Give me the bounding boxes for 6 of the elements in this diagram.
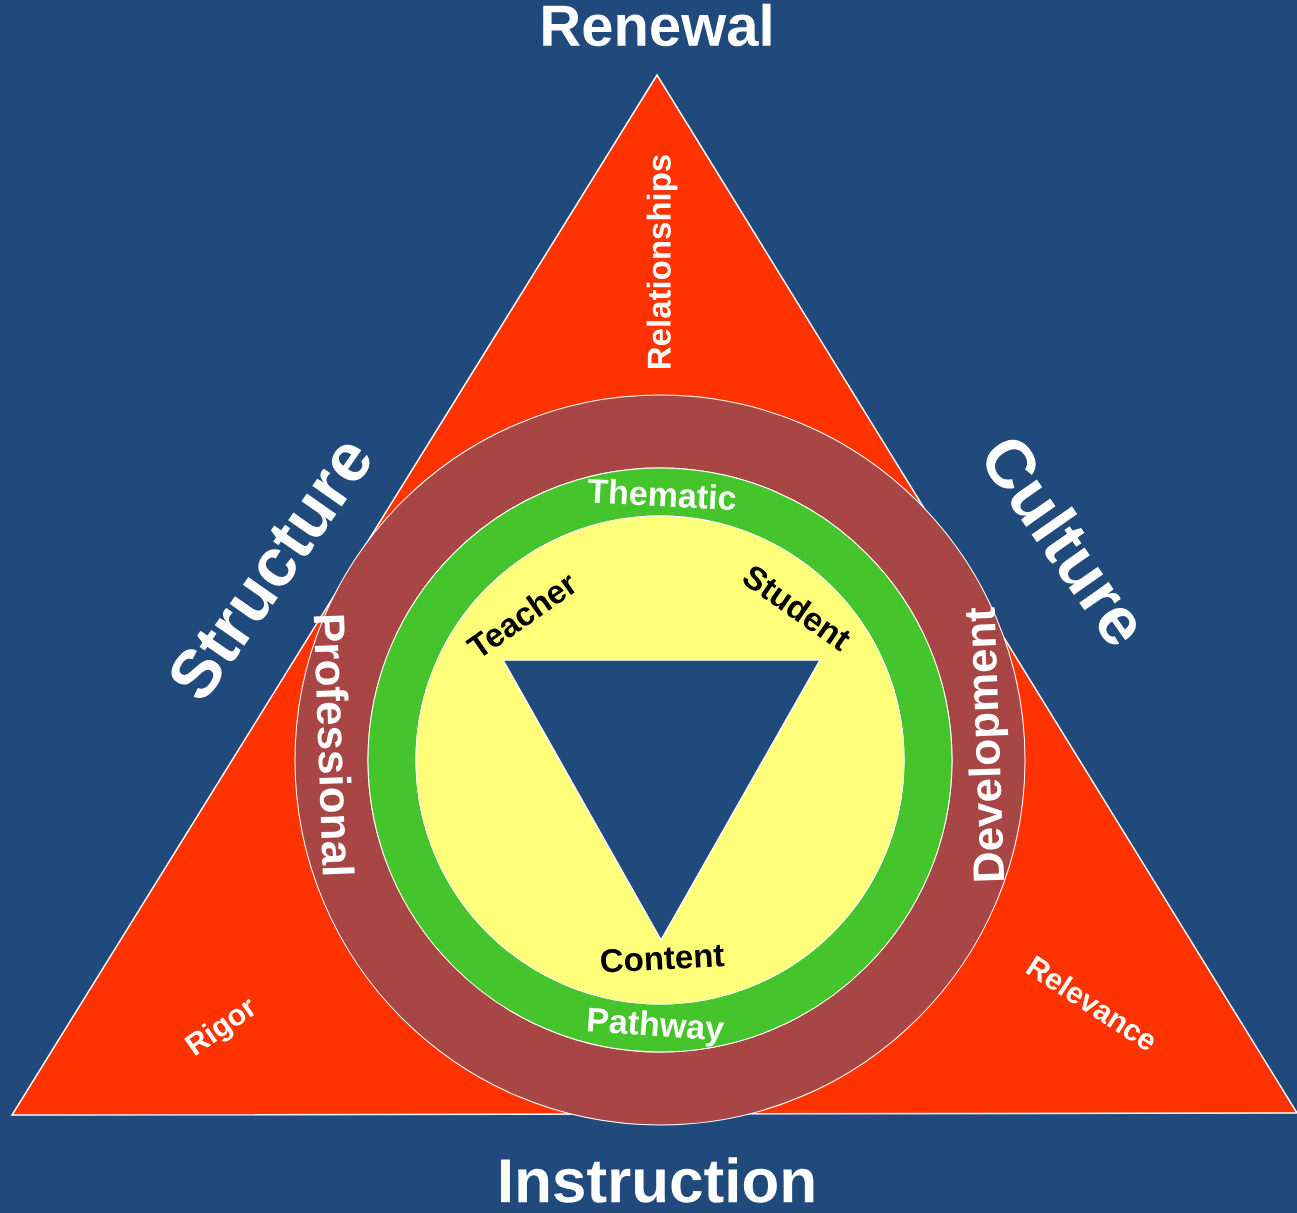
corner-label: Content [601, 944, 725, 973]
ring-label: Thematic [588, 478, 736, 510]
heading: Renewal [543, 3, 771, 47]
heading: Instruction [501, 1157, 814, 1203]
side-label: Relationships [646, 155, 678, 368]
ring-label: Pathway [587, 1007, 725, 1047]
